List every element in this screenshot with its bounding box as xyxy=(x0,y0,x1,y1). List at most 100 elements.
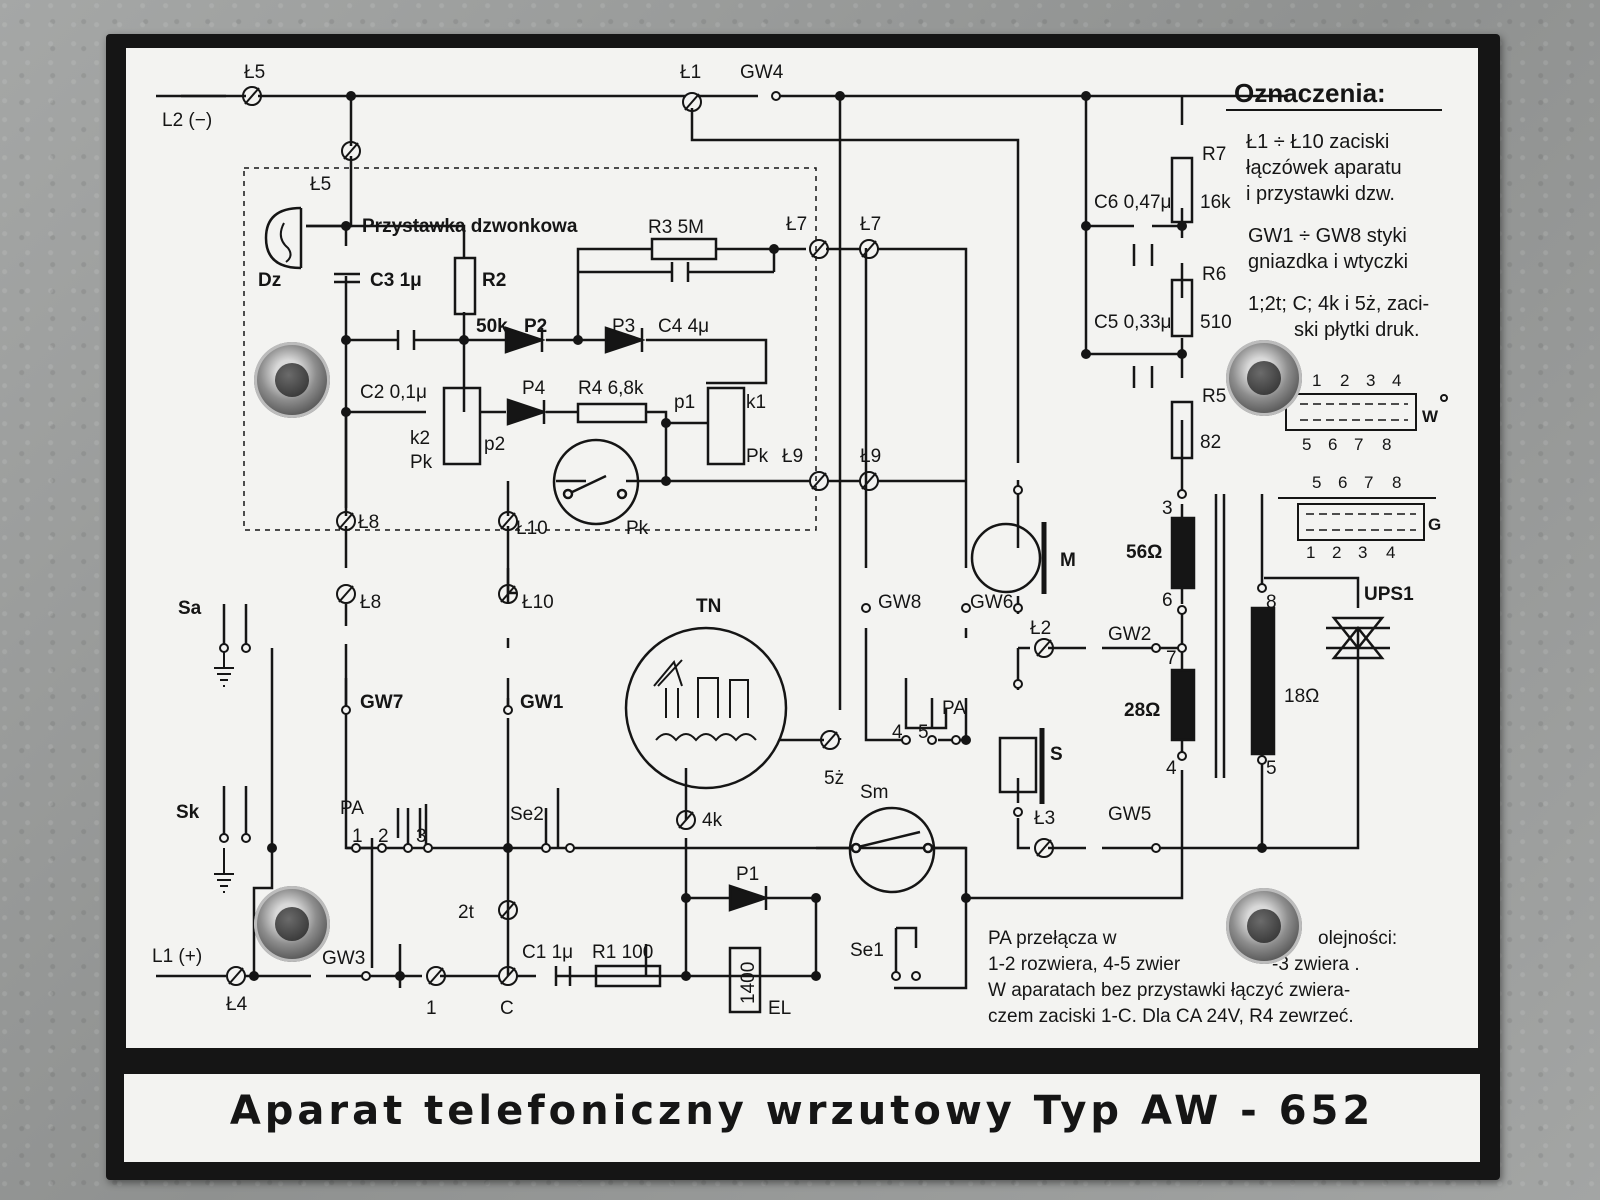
switch-pk-circle xyxy=(552,438,640,526)
circuit-schematic: Ł5 L2 (−) Ł1 GW4 Ł5 Dz C3 1μ R2 50k P2 P… xyxy=(152,62,1448,1027)
device-title: Aparat telefoniczny wrzutowy Typ AW - 65… xyxy=(229,1088,1375,1134)
schematic-plate: Ł5 L2 (−) Ł1 GW4 Ł5 Dz C3 1μ R2 50k P2 P… xyxy=(106,34,1500,1180)
transformer-core xyxy=(1214,494,1226,778)
capacitor-c4 xyxy=(670,262,690,282)
label-gw8: GW8 xyxy=(878,592,921,613)
socket-w-pin-7: 7 xyxy=(1354,435,1363,454)
label-pa-b: PA xyxy=(942,698,966,719)
mounting-nut-bottom-right xyxy=(1226,888,1302,964)
socket-g-pin-5: 5 xyxy=(1312,473,1321,492)
socket-w xyxy=(1285,393,1417,431)
label-c2: C2 0,1μ xyxy=(360,382,427,403)
label-m: M xyxy=(1060,550,1076,571)
resistor-r1 xyxy=(594,964,662,988)
legend-line-6: 1;2t; C; 4k i 5ż, zaci- xyxy=(1248,293,1429,315)
socket-g-pin-3: 3 xyxy=(1358,543,1367,562)
label-dz: Dz xyxy=(258,270,281,291)
note-line-6: czem zaciski 1-C. Dla CA 24V, R4 zewrzeć… xyxy=(988,1006,1354,1027)
label-r4: R4 6,8k xyxy=(578,378,644,399)
label-node-4: 4 xyxy=(1166,758,1177,779)
label-2t: 2t xyxy=(458,902,475,923)
label-pa-1: 1 xyxy=(352,826,363,847)
label-r1: R1 100 xyxy=(592,942,653,963)
diode-p3 xyxy=(604,326,646,354)
legend-heading: Oznaczenia: xyxy=(1234,78,1386,108)
bell-module-box xyxy=(243,167,817,531)
label-5z: 5ż xyxy=(824,768,844,789)
label-l8b: Ł8 xyxy=(360,592,381,613)
label-l2-terminal: Ł2 xyxy=(1030,618,1051,639)
label-l5-top: Ł5 xyxy=(244,62,265,83)
label-gw3: GW3 xyxy=(322,948,365,969)
label-l4: Ł4 xyxy=(226,994,248,1015)
mounting-nut-bottom-left xyxy=(254,886,330,962)
label-k1: k1 xyxy=(746,392,766,413)
label-l1: L1 (+) xyxy=(152,946,202,967)
label-node-3: 3 xyxy=(1162,498,1173,519)
label-terminal-1: 1 xyxy=(426,998,437,1019)
label-r5: R5 xyxy=(1202,386,1226,407)
switch-pk-lever xyxy=(567,474,607,496)
label-node-5: 5 xyxy=(1266,758,1277,779)
notes: PA przełącza w olejności: 1-2 rozwiera, … xyxy=(988,928,1397,1027)
label-l7a: Ł7 xyxy=(786,214,807,235)
resistor-r2 xyxy=(453,256,477,316)
dial-tn xyxy=(624,626,788,790)
label-pk-switch: Pk xyxy=(626,518,649,539)
note-line-1: PA przełącza w xyxy=(988,928,1117,949)
socket-g-pin-7: 7 xyxy=(1364,473,1373,492)
bell-dz-symbol xyxy=(264,206,303,270)
capacitor-c2 xyxy=(396,330,416,350)
socket-g xyxy=(1278,497,1436,541)
resistor-r3 xyxy=(650,237,718,261)
label-pa-3: 3 xyxy=(416,826,427,847)
label-sa: Sa xyxy=(178,598,202,619)
title-band: Aparat telefoniczny wrzutowy Typ AW - 65… xyxy=(124,1074,1480,1162)
label-r2: R2 xyxy=(482,270,506,291)
label-l1-top: Ł1 xyxy=(680,62,701,83)
label-el-box: 1400 xyxy=(738,962,759,1004)
label-l9b: Ł9 xyxy=(860,446,881,467)
legend-line-3: i przystawki dzw. xyxy=(1246,183,1395,205)
legend-line-7: ski płytki druk. xyxy=(1294,319,1420,341)
socket-g-pin-8: 8 xyxy=(1392,473,1401,492)
label-l9a: Ł9 xyxy=(782,446,803,467)
diode-p1 xyxy=(728,884,770,912)
relay-coil-k2 xyxy=(442,386,482,466)
label-l10a: Ł10 xyxy=(516,518,548,539)
label-gw7: GW7 xyxy=(360,692,403,713)
label-tn: TN xyxy=(696,596,721,617)
label-c6: C6 0,47μ xyxy=(1094,192,1172,213)
diagram-area: Ł5 L2 (−) Ł1 GW4 Ł5 Dz C3 1μ R2 50k P2 P… xyxy=(126,48,1478,1048)
open-terminals xyxy=(219,91,1448,981)
label-node-6: 6 xyxy=(1162,590,1173,611)
speaker-s xyxy=(998,736,1038,794)
mounting-nut-top-right xyxy=(1226,340,1302,416)
label-c1: C1 1μ xyxy=(522,942,573,963)
label-sk: Sk xyxy=(176,802,200,823)
label-p4: P4 xyxy=(522,378,546,399)
junction-dots xyxy=(249,91,1267,981)
terminals xyxy=(226,86,1054,986)
label-p3: P3 xyxy=(612,316,635,337)
capacitor-c3 xyxy=(334,272,360,284)
legend-line-4: GW1 ÷ GW8 styki xyxy=(1248,225,1407,247)
label-r5-value: 82 xyxy=(1200,432,1221,453)
label-node-7: 7 xyxy=(1166,648,1177,669)
label-node-8: 8 xyxy=(1266,592,1277,613)
relay-coil-k1 xyxy=(706,386,746,466)
resistor-r4 xyxy=(576,402,648,424)
legend: Oznaczenia: Ł1 ÷ Ł10 zaciski łączówek ap… xyxy=(1226,78,1442,562)
label-terminal-c: C xyxy=(500,998,514,1019)
label-ups1: UPS1 xyxy=(1364,584,1414,605)
diode-p2 xyxy=(504,326,546,354)
label-l8a: Ł8 xyxy=(358,512,379,533)
label-sm: Sm xyxy=(860,782,889,803)
capacitor-c6 xyxy=(1132,244,1154,266)
label-c4: C4 4μ xyxy=(658,316,709,337)
label-18-ohm: 18Ω xyxy=(1284,686,1319,707)
label-28-ohm: 28Ω xyxy=(1124,700,1160,721)
label-p2-small: p2 xyxy=(484,434,505,455)
socket-g-pin-6: 6 xyxy=(1338,473,1347,492)
socket-w-pin-8: 8 xyxy=(1382,435,1391,454)
